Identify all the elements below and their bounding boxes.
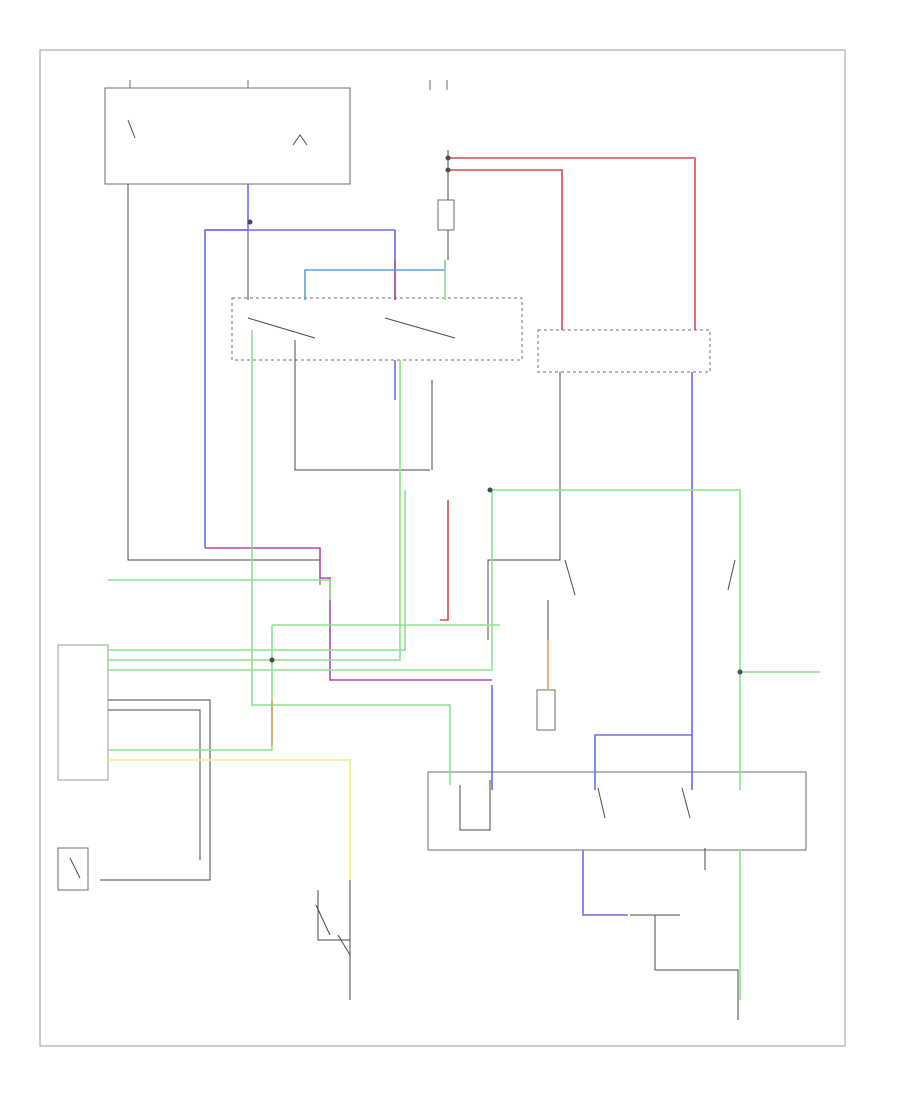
yellow-wires (108, 759, 351, 880)
black-wires (100, 150, 739, 1020)
radiator-fan-relay-box (231, 297, 523, 361)
under-dash-fuse-box (104, 87, 351, 185)
purple-wires (205, 260, 492, 681)
component-boxes (57, 80, 807, 891)
light-blue-wires (304, 260, 446, 300)
radiator-fan-fuse (437, 199, 455, 231)
engine-control-module (57, 644, 109, 781)
green-wires (108, 260, 820, 1000)
under-hood-relay-box (427, 771, 807, 851)
switch-symbols (69, 119, 743, 956)
orange-wires (271, 640, 549, 745)
ac-thermo-switch-box (57, 847, 89, 891)
pressure-switch-box (536, 689, 556, 731)
red-wires (440, 157, 696, 621)
compressor-clutch-relay-box (537, 329, 711, 373)
diagram-border (39, 49, 846, 1047)
